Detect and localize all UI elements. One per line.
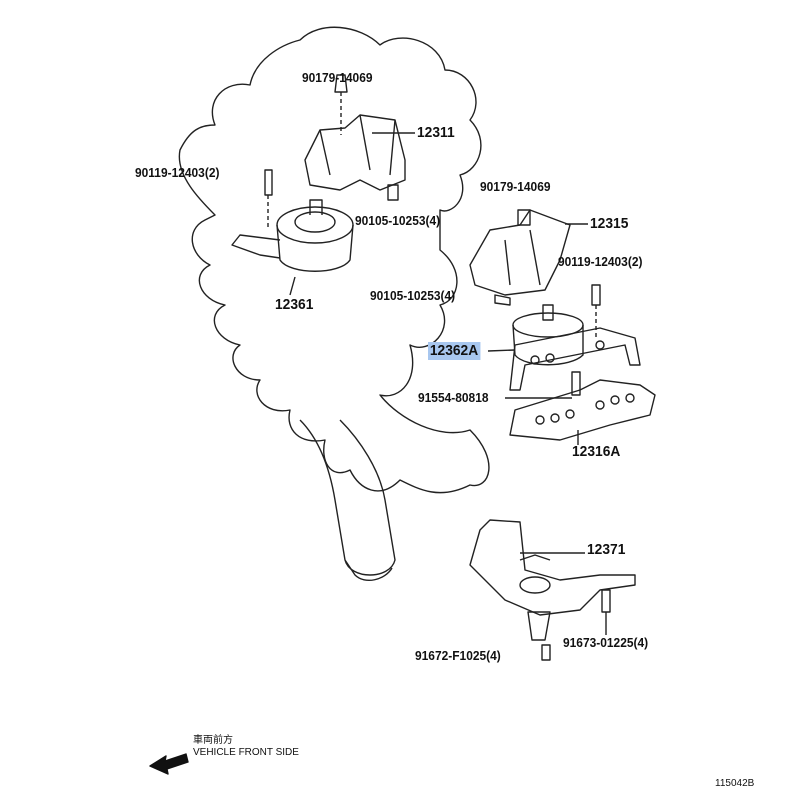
engine-outline: [178, 26, 490, 494]
direction-label-jp: 車両前方: [193, 735, 233, 746]
part-label-91672-F1025[interactable]: 91672-F1025(4): [415, 648, 501, 663]
part-label-90119-12403-right[interactable]: 90119-12403(2): [558, 254, 643, 269]
part-label-90105-10253[interactable]: 90105-10253(4): [355, 213, 441, 228]
part-label-12316A[interactable]: 12316A: [572, 443, 621, 460]
part-label-91673-01225[interactable]: 91673-01225(4): [563, 635, 649, 650]
part-label-12371[interactable]: 12371: [587, 541, 626, 558]
part-label-90105-10253-right[interactable]: 90105-10253(4): [370, 288, 456, 303]
part-label-12315[interactable]: 12315: [590, 215, 629, 232]
figure-id: 115042B: [715, 778, 755, 789]
part-label-90119-12403[interactable]: 90119-12403(2): [135, 165, 220, 180]
part-label-90179-14069-right[interactable]: 90179-14069: [480, 179, 551, 194]
direction-label-en: VEHICLE FRONT SIDE: [193, 747, 299, 758]
front-arrow-icon: [149, 753, 189, 775]
part-label-91554-80818[interactable]: 91554-80818: [418, 390, 489, 405]
part-label-12311[interactable]: 12311: [417, 124, 455, 141]
part-label-90179-14069[interactable]: 90179-14069: [302, 70, 373, 85]
part-label-12362A-highlighted[interactable]: 12362A: [428, 342, 481, 360]
part-label-12361[interactable]: 12361: [275, 296, 314, 313]
